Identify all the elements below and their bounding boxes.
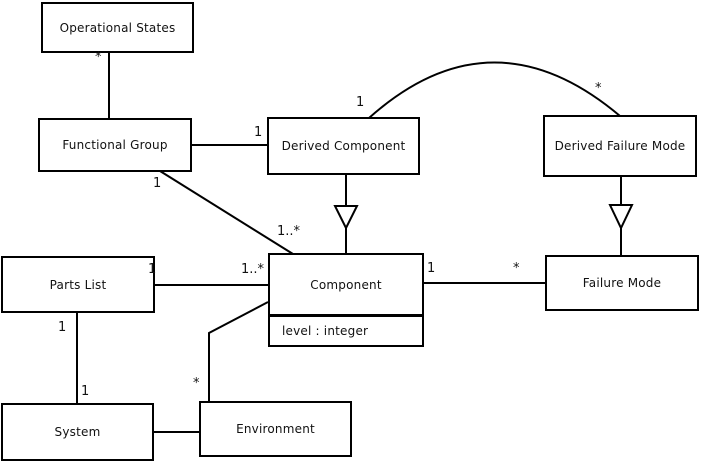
multiplicity-component-one: 1 <box>427 261 436 276</box>
multiplicity-derived-component-one: 1 <box>254 125 263 140</box>
class-box-derived-failure-mode: Derived Failure Mode <box>543 115 697 177</box>
class-label: System <box>54 425 101 439</box>
class-label: Operational States <box>59 20 176 35</box>
class-attribute-compartment: level : integer <box>270 314 422 345</box>
multiplicity-failure-mode-star: * <box>513 261 520 276</box>
association-line-component-environment <box>208 301 269 402</box>
multiplicity-environment-star: * <box>193 376 200 391</box>
generalization-triangle-icon <box>608 204 634 231</box>
multiplicity-parts-list-one: 1 <box>148 262 157 277</box>
multiplicity-component-one-to-many-diagonal: 1..* <box>277 224 301 239</box>
class-label: Failure Mode <box>582 276 662 290</box>
class-box-environment: Environment <box>199 401 352 457</box>
generalization-derived-failure-mode-failure-mode <box>608 176 634 256</box>
multiplicity-parts-list-system-one-bottom: 1 <box>81 384 90 399</box>
multiplicity-parts-list-system-one-top: 1 <box>58 320 67 335</box>
association-arc-derived-component-derived-failure-mode <box>368 61 621 119</box>
class-label: Derived Component <box>281 139 406 153</box>
class-box-failure-mode: Failure Mode <box>545 255 699 311</box>
class-box-parts-list: Parts List <box>1 256 155 313</box>
multiplicity-component-one-to-many: 1..* <box>241 262 265 277</box>
generalization-derived-component-component <box>333 174 359 254</box>
class-box-operational-states: Operational States <box>41 2 194 53</box>
class-label: Parts List <box>49 277 107 292</box>
multiplicity-arc-derived-failure-mode-star: * <box>595 81 602 96</box>
multiplicity-operational-states-star: * <box>95 50 102 65</box>
class-attribute: level : integer <box>282 324 369 338</box>
class-label: Functional Group <box>62 138 168 152</box>
class-box-component: Component level : integer <box>268 253 424 347</box>
multiplicity-arc-derived-component-one: 1 <box>356 95 365 110</box>
class-name-compartment: Component <box>270 255 422 314</box>
class-label: Derived Failure Mode <box>554 139 686 153</box>
class-box-system: System <box>1 403 154 461</box>
multiplicity-functional-group-one: 1 <box>153 176 162 191</box>
class-label: Component <box>310 277 382 292</box>
class-label: Environment <box>236 422 315 436</box>
class-box-derived-component: Derived Component <box>267 117 420 175</box>
association-line-functional-group-component <box>159 170 294 255</box>
generalization-triangle-icon <box>333 205 359 231</box>
class-box-functional-group: Functional Group <box>38 118 192 172</box>
